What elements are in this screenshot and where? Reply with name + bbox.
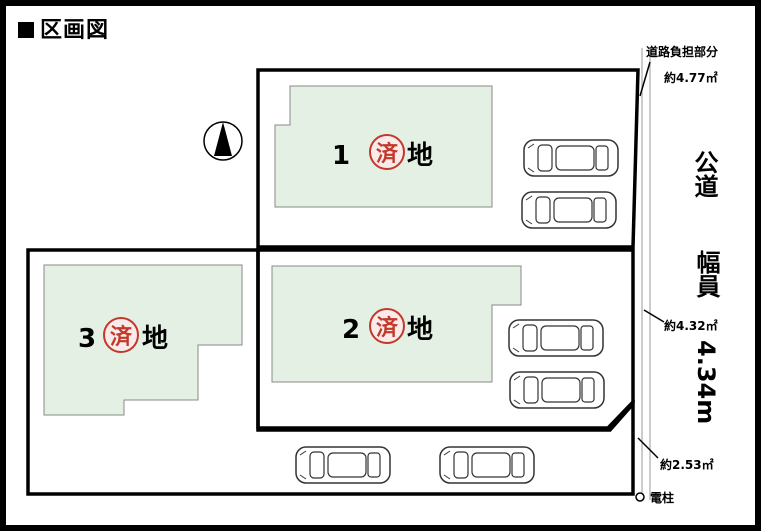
leader-line xyxy=(639,61,651,97)
car-icon xyxy=(509,371,605,409)
lot-1-boundary xyxy=(256,68,640,249)
north-arrow-icon xyxy=(203,121,243,161)
road-area-1: 約4.77㎡ xyxy=(664,70,718,85)
page-title: 区画図 xyxy=(18,12,109,44)
car-icon xyxy=(521,191,617,229)
sold-badge-circle xyxy=(369,134,405,170)
lot-1-label: 1 済 地 xyxy=(332,134,433,171)
lot-number: 2 xyxy=(342,315,360,345)
road-width-label: 幅員 xyxy=(692,250,721,299)
leader-line xyxy=(637,437,659,459)
lot-2-label: 2 済 地 xyxy=(342,308,433,345)
car-icon xyxy=(439,446,535,484)
car-icon xyxy=(295,446,391,484)
car-icon xyxy=(508,319,604,357)
title-square-icon xyxy=(18,22,34,38)
sold-badge-circle xyxy=(103,317,139,353)
leader-line xyxy=(643,309,665,323)
sold-badge-circle xyxy=(369,308,405,344)
road-burden-label: 道路負担部分 xyxy=(646,44,718,59)
title-text: 区画図 xyxy=(40,18,110,43)
sold-badge: 済 xyxy=(110,324,133,350)
lot-3-label: 3 済 地 xyxy=(78,317,168,354)
lot-suffix: 地 xyxy=(407,315,433,345)
road-width-value: 4.34m xyxy=(692,340,720,424)
lot-suffix: 地 xyxy=(142,324,168,354)
sold-badge: 済 xyxy=(376,141,399,167)
pole-label: 電柱 xyxy=(650,490,674,505)
lot-number: 3 xyxy=(78,324,96,354)
utility-pole-icon xyxy=(635,492,645,502)
road-area-2: 約4.32㎡ xyxy=(664,318,718,333)
lot-3-boundary xyxy=(26,248,635,496)
car-icon xyxy=(523,139,619,177)
public-road-label: 公道 xyxy=(690,150,718,198)
road-area-3: 約2.53㎡ xyxy=(660,457,714,472)
lot-3-building xyxy=(43,264,243,416)
lot-suffix: 地 xyxy=(407,141,433,171)
sold-badge: 済 xyxy=(376,315,399,341)
lot-number: 1 xyxy=(332,141,350,171)
